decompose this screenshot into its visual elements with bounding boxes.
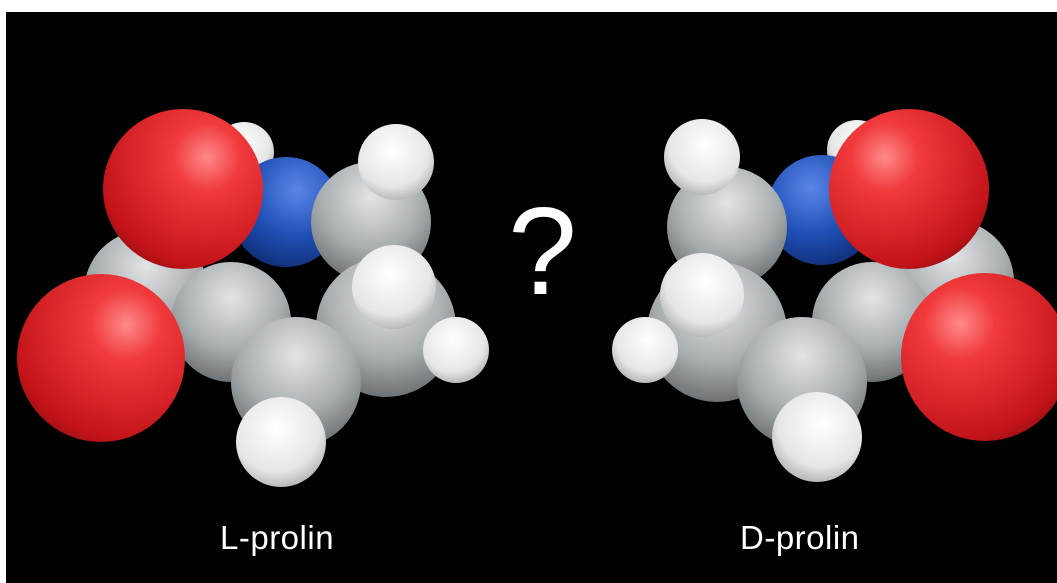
oxygen-atom [17,274,185,442]
question-mark: ? [508,183,577,321]
d-proline-label: D-prolin [740,519,860,556]
hydrogen-atom [660,253,744,337]
hydrogen-atom [772,392,862,482]
molecule-figure: ? L-prolin D-prolin [6,12,1057,583]
hydrogen-atom [358,124,434,200]
hydrogen-atom [236,397,326,487]
hydrogen-atom [612,317,678,383]
oxygen-atom [901,273,1057,441]
oxygen-atom [829,109,989,269]
hydrogen-atom [423,317,489,383]
l-proline-label: L-prolin [220,519,335,556]
hydrogen-atom [664,119,740,195]
oxygen-atom [103,109,263,269]
hydrogen-atom [352,245,436,329]
d-proline-model [612,109,1057,482]
molecule-drawing [17,109,1057,487]
l-proline-model [17,109,489,487]
